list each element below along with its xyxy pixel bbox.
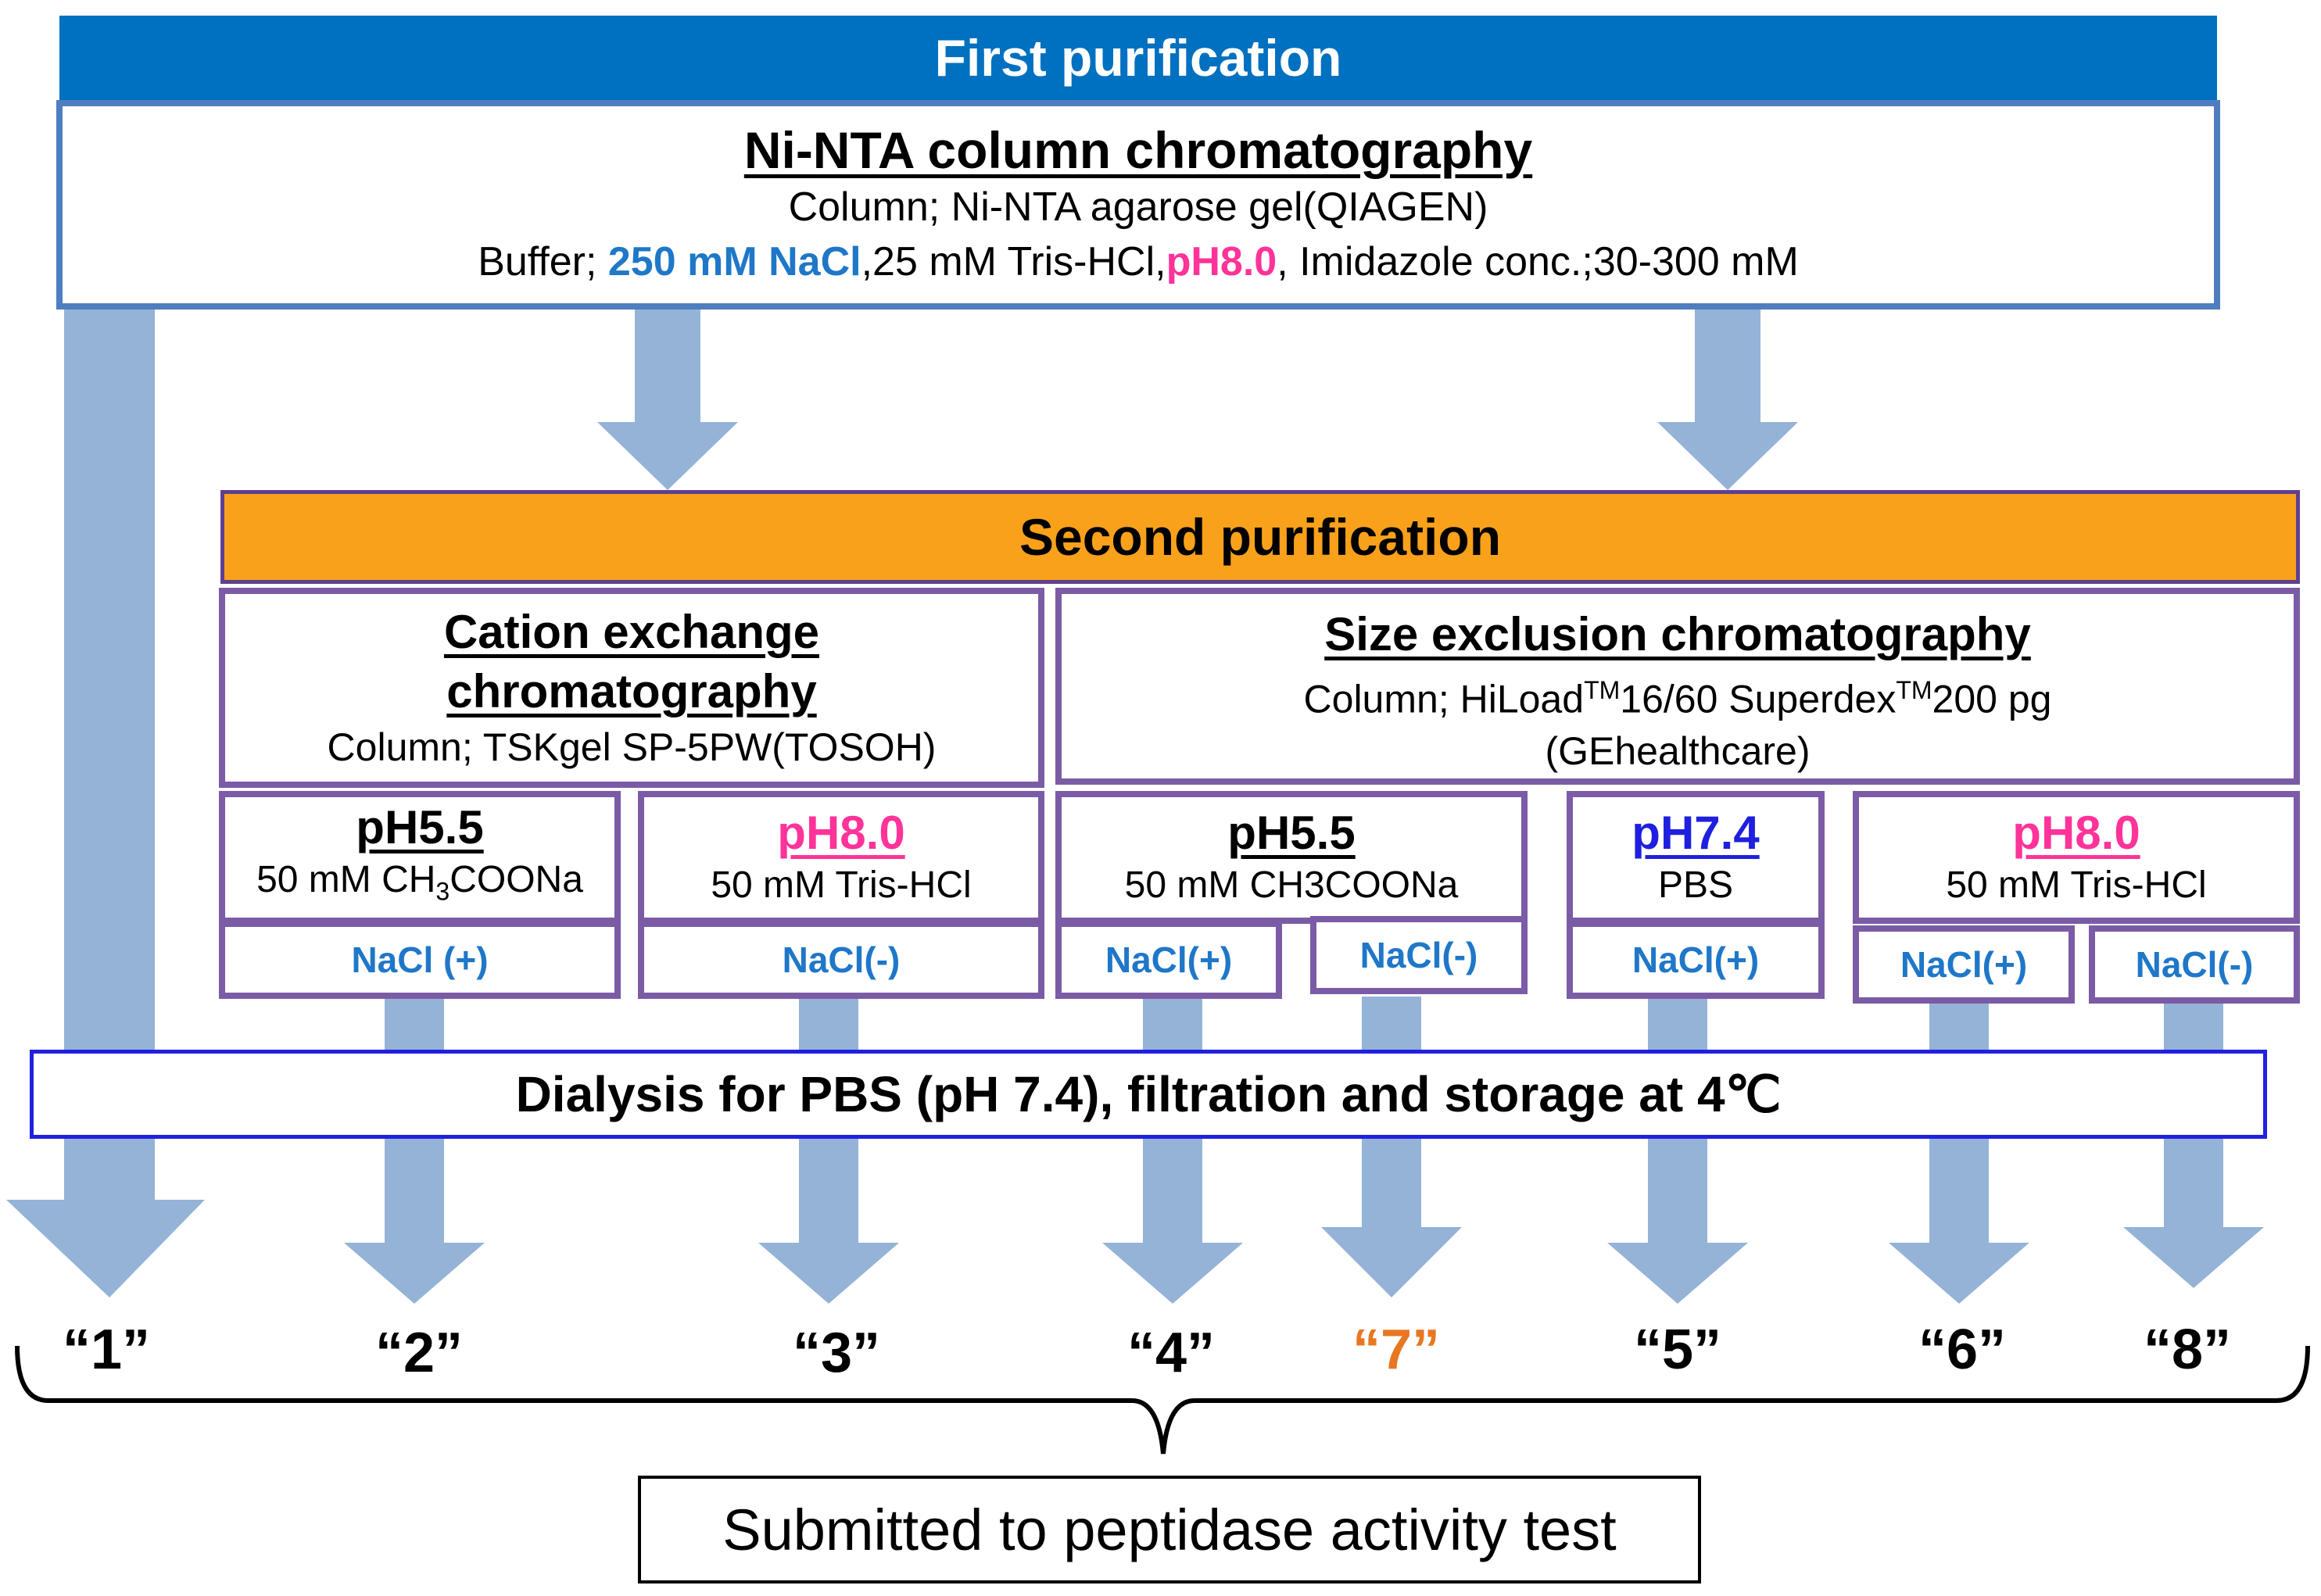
- condition-buffer: 50 mM Tris-HCl: [711, 864, 972, 906]
- cation-column: Column; TSKgel SP-5PW(TOSOH): [327, 725, 937, 769]
- arrow-3: [758, 997, 899, 1304]
- second-purification-header: Second purification: [220, 490, 2300, 584]
- condition-buffer: PBS: [1657, 864, 1734, 906]
- ni-nta-title: Ni-NTA column chromatography: [743, 121, 1533, 179]
- arrow-1: [6, 310, 205, 1297]
- dialysis-box: Dialysis for PBS (pH 7.4), filtration an…: [30, 1050, 2267, 1139]
- cation-title-line1: Cation exchange: [443, 606, 820, 658]
- nacl-box: NaCl(-): [2089, 925, 2300, 1004]
- tm-mark-1: TM: [1584, 676, 1621, 704]
- fraction-label-3: “3”: [792, 1322, 881, 1384]
- nacl-box: NaCl(-): [638, 921, 1044, 999]
- condition-ph: pH8.0: [777, 807, 905, 859]
- nacl-box: NaCl(+): [1853, 925, 2075, 1004]
- buffer-ph: pH8.0: [1166, 239, 1277, 284]
- arrow-6: [1889, 997, 2029, 1304]
- tm-mark-2: TM: [1896, 676, 1932, 704]
- buffer-part-a: 50 mM CH: [256, 858, 436, 900]
- condition-box-ph80-sec: pH8.0 50 mM Tris-HCl: [1853, 791, 2300, 924]
- nacl-label: NaCl(-): [1359, 935, 1478, 975]
- fraction-label-8: “8”: [2143, 1319, 2232, 1381]
- fraction-label-6: “6”: [1918, 1319, 2007, 1381]
- nacl-label: NaCl(-): [2135, 944, 2254, 985]
- arrow-2: [344, 997, 485, 1304]
- nacl-label: NaCl(+): [1900, 944, 2028, 985]
- nacl-box: NaCl(+): [1567, 921, 1825, 999]
- size-exclusion-vendor: (GEhealthcare): [1545, 728, 1811, 773]
- condition-buffer: 50 mM CH3COONa: [256, 856, 583, 916]
- nacl-label: NaCl (+): [351, 939, 489, 980]
- nacl-label: NaCl(+): [1105, 939, 1233, 980]
- nacl-box: NaCl(-): [1310, 916, 1528, 994]
- cation-title-line2: chromatography: [446, 665, 817, 717]
- buffer-prefix: Buffer;: [478, 239, 608, 284]
- arrow-to-size-exclusion: [1657, 310, 1798, 490]
- submitted-text: Submitted to peptidase activity test: [722, 1497, 1617, 1562]
- nacl-box: NaCl(+): [1055, 921, 1282, 999]
- nacl-box: NaCl (+): [219, 921, 621, 999]
- fraction-label-5: “5”: [1633, 1319, 1722, 1381]
- size-exclusion-box: Size exclusion chromatography Column; Hi…: [1055, 588, 2300, 785]
- first-purification-title: First purification: [934, 29, 1342, 87]
- nacl-label: NaCl(-): [782, 939, 901, 980]
- buffer-subscript: 3: [435, 877, 450, 906]
- nacl-label: NaCl(+): [1632, 939, 1760, 980]
- sec-column-b: 16/60 Superdex: [1620, 677, 1897, 721]
- arrow-5: [1607, 997, 1748, 1304]
- condition-buffer: 50 mM Tris-HCl: [1946, 864, 2207, 906]
- sec-column-a: Column; HiLoad: [1303, 677, 1585, 721]
- ni-nta-box: Ni-NTA column chromatography Column; Ni-…: [56, 100, 2220, 310]
- size-exclusion-title: Size exclusion chromatography: [1324, 608, 2031, 660]
- submitted-box: Submitted to peptidase activity test: [638, 1476, 1701, 1583]
- fraction-label-4: “4”: [1126, 1322, 1216, 1384]
- arrow-8: [2123, 997, 2264, 1288]
- fraction-label-1: “1”: [62, 1319, 151, 1381]
- buffer-nacl: 250 mM NaCl: [607, 239, 861, 284]
- arrow-7: [1321, 997, 1462, 1297]
- condition-box-ph55-cation: pH5.5 50 mM CH3COONa: [219, 791, 621, 924]
- cation-exchange-box: Cation exchange chromatography Column; T…: [219, 588, 1044, 788]
- fraction-label-7: “7”: [1352, 1319, 1441, 1381]
- condition-box-ph74-sec: pH7.4 PBS: [1567, 791, 1825, 924]
- ni-nta-column: Column; Ni-NTA agarose gel(QIAGEN): [788, 184, 1488, 230]
- condition-ph: pH7.4: [1632, 807, 1760, 859]
- condition-ph: pH5.5: [1227, 807, 1356, 859]
- condition-ph: pH8.0: [2012, 807, 2140, 859]
- buffer-imidazole: , Imidazole conc.;30-300 mM: [1277, 239, 1799, 284]
- size-exclusion-column: Column; HiLoadTM16/60 SuperdexTM200 pg: [1062, 664, 2294, 725]
- arrow-to-cation: [597, 310, 738, 490]
- second-purification-title: Second purification: [1019, 508, 1502, 566]
- condition-box-ph80-cation: pH8.0 50 mM Tris-HCl: [638, 791, 1044, 924]
- condition-ph: pH5.5: [356, 800, 484, 853]
- buffer-tris: ,25 mM Tris-HCl,: [861, 239, 1166, 284]
- fraction-label-2: “2”: [374, 1322, 464, 1384]
- sec-column-c: 200 pg: [1932, 677, 2052, 721]
- condition-box-ph55-sec: pH5.5 50 mM CH3COONa: [1055, 791, 1528, 924]
- buffer-part-b: COONa: [450, 858, 583, 900]
- first-purification-header: First purification: [59, 16, 2217, 100]
- condition-buffer: 50 mM CH3COONa: [1124, 864, 1459, 906]
- dialysis-text: Dialysis for PBS (pH 7.4), filtration an…: [515, 1065, 1782, 1122]
- arrow-4: [1102, 997, 1243, 1304]
- ni-nta-buffer: Buffer; 250 mM NaCl,25 mM Tris-HCl,pH8.0…: [63, 234, 2214, 289]
